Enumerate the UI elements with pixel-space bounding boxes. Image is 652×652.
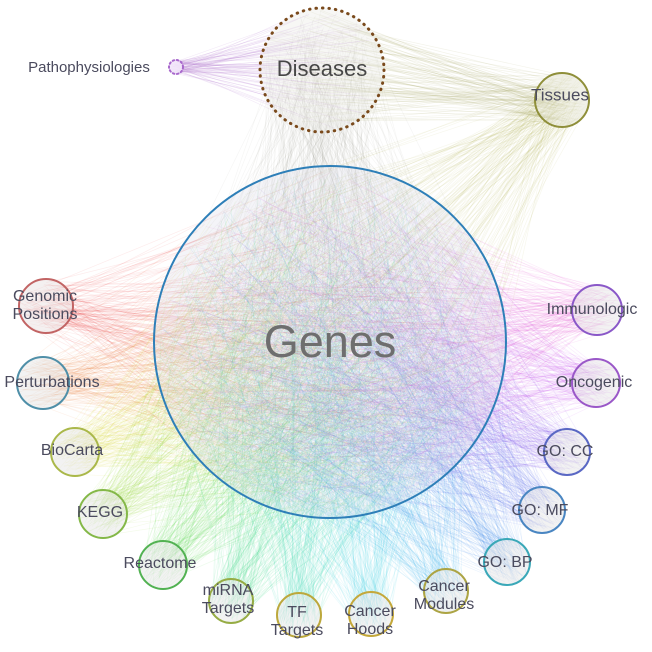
node-kegg[interactable]	[78, 489, 128, 539]
edges-go_mf-to-genes	[162, 173, 562, 530]
node-go_cc[interactable]	[543, 428, 591, 476]
node-immunologic[interactable]	[571, 284, 623, 336]
labels: Genes Diseases PathophysiologiesTissuesGen…	[4, 56, 637, 639]
edges-go_cc-to-genes	[168, 179, 590, 499]
node-cancer_modules[interactable]	[423, 568, 469, 614]
edges-cancer_hoods-to-genes	[157, 176, 483, 635]
label-reactome: Reactome	[124, 555, 197, 572]
label-tf_targets: Targets	[271, 622, 323, 639]
label-tf_targets: TF	[287, 604, 307, 621]
label-genes: Genes	[264, 316, 397, 367]
edges-tf_targets-to-genes	[170, 184, 499, 636]
label-cancer_hoods: Hoods	[347, 621, 393, 638]
node-cancer_hoods[interactable]	[348, 591, 394, 637]
label-oncogenic: Oncogenic	[556, 374, 633, 391]
node-tissues[interactable]	[534, 72, 590, 128]
edges-cancer_modules-to-genes	[159, 173, 494, 613]
node-perturbations[interactable]	[16, 356, 70, 410]
label-pathophysiologies: Pathophysiologies	[28, 59, 150, 76]
label-mirna_targets: miRNA	[203, 582, 254, 599]
edge-bundles	[18, 8, 622, 636]
label-go_bp: GO: BP	[477, 554, 532, 571]
node-genes[interactable]	[153, 165, 507, 519]
node-diseases[interactable]	[258, 6, 386, 134]
label-kegg: KEGG	[77, 504, 123, 521]
edges-mirna_targets-to-genes	[160, 176, 503, 623]
edges-reactome-to-genes	[139, 178, 498, 588]
label-mirna_targets: Targets	[202, 600, 254, 617]
label-diseases: Diseases	[277, 56, 367, 81]
node-pathophysiologies[interactable]	[168, 59, 184, 75]
node-go_bp[interactable]	[483, 538, 531, 586]
node-genomic_positions[interactable]	[18, 278, 74, 334]
label-cancer_modules: Cancer	[418, 578, 470, 595]
label-cancer_hoods: Cancer	[344, 603, 396, 620]
node-reactome[interactable]	[138, 540, 188, 590]
label-go_mf: GO: MF	[512, 502, 569, 519]
label-genomic_positions: Genomic	[13, 288, 77, 305]
edges-oncogenic-to-genes	[163, 174, 618, 509]
nodes	[16, 6, 623, 638]
label-tissues: Tissues	[531, 85, 589, 104]
label-immunologic: Immunologic	[547, 301, 638, 318]
label-go_cc: GO: CC	[537, 443, 594, 460]
edges-tissues-to-genes	[158, 74, 589, 509]
node-oncogenic[interactable]	[571, 358, 621, 408]
label-cancer_modules: Modules	[414, 596, 474, 613]
edges-kegg-to-genes	[79, 172, 484, 538]
label-biocarta: BioCarta	[41, 442, 103, 459]
label-perturbations: Perturbations	[4, 374, 99, 391]
node-tf_targets[interactable]	[276, 592, 322, 638]
node-go_mf[interactable]	[518, 486, 566, 534]
node-mirna_targets[interactable]	[208, 578, 254, 624]
edges-immunologic-to-genes	[161, 178, 622, 500]
label-genomic_positions: Positions	[13, 306, 78, 323]
node-biocarta[interactable]	[50, 427, 100, 477]
edges-perturbations-to-genes	[18, 181, 488, 504]
edges-go_bp-to-genes	[186, 180, 529, 583]
